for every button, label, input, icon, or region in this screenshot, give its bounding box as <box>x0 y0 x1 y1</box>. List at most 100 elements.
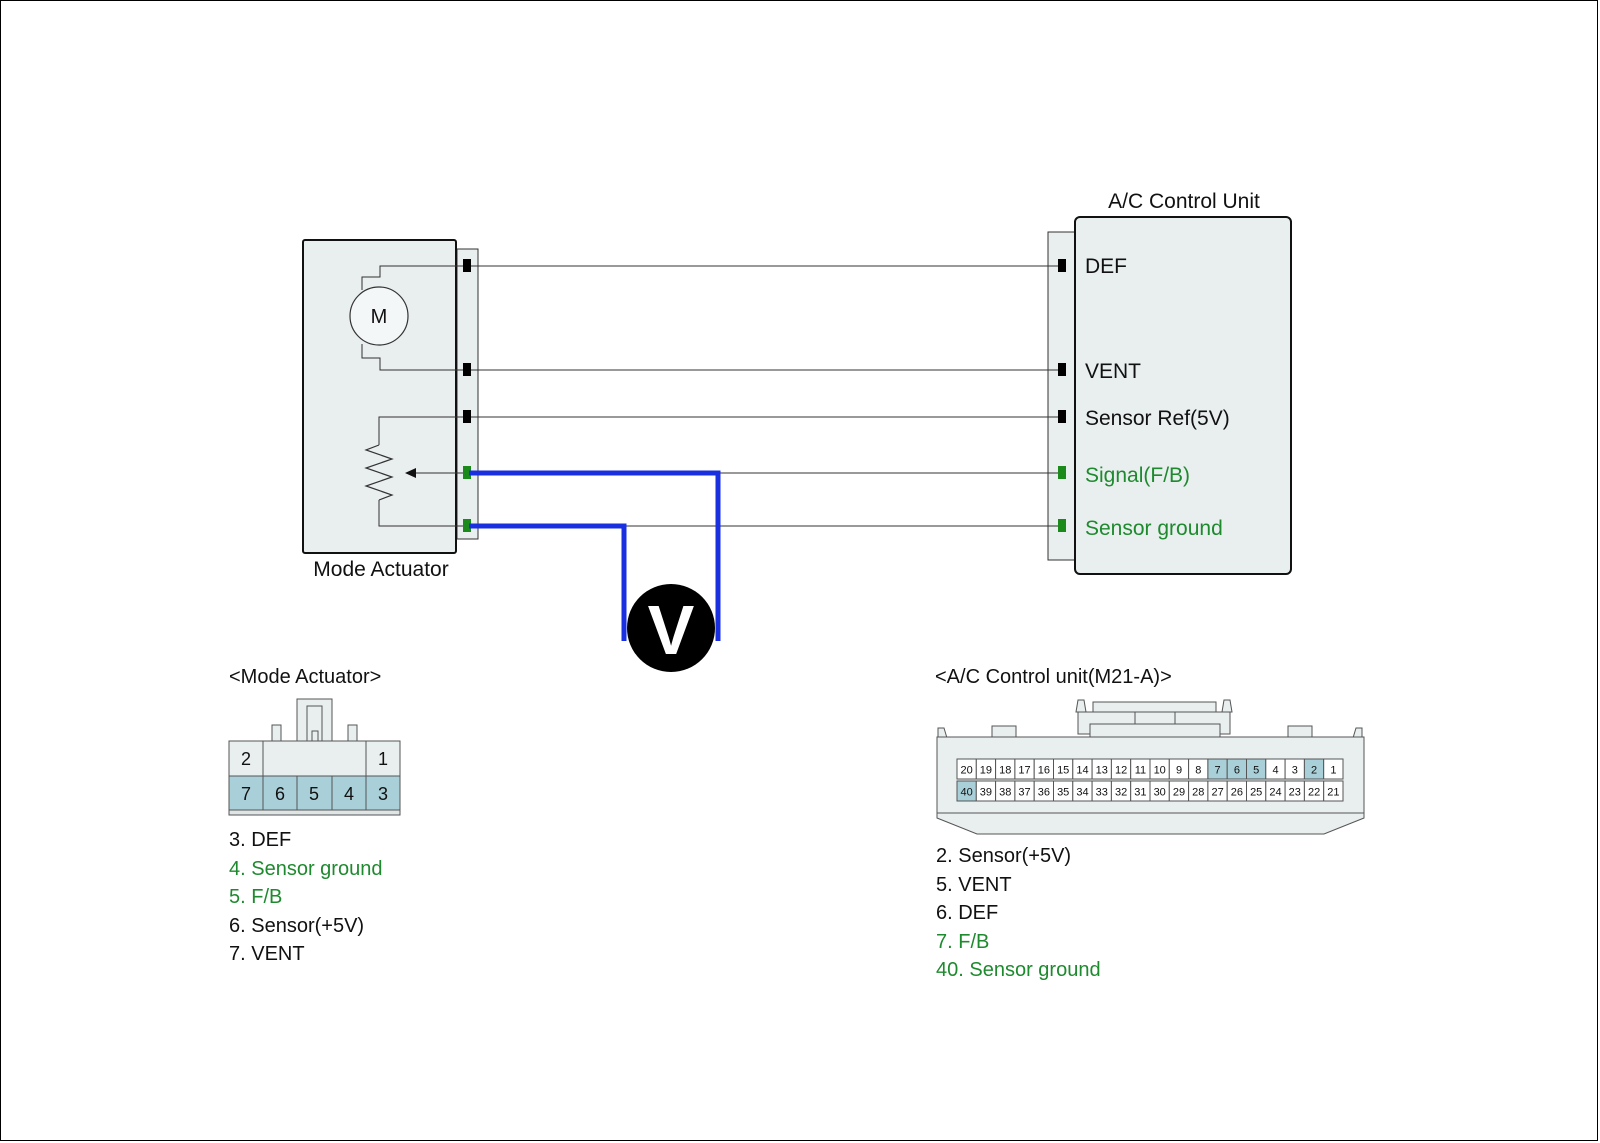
pin-label: 4 <box>344 784 354 804</box>
pin-label: 11 <box>1135 765 1146 777</box>
ecu-title: A/C Control Unit <box>1108 190 1260 213</box>
pin-label: 20 <box>960 765 972 777</box>
pin-label: 15 <box>1057 765 1069 777</box>
ecu-connector-title: <A/C Control unit(M21-A)> <box>935 666 1172 688</box>
pin-label: 5 <box>309 784 319 804</box>
pin-label: 38 <box>999 787 1011 799</box>
pin-cell <box>228 775 264 811</box>
legend-item: 3. DEF <box>229 829 292 851</box>
ecu-latch-center <box>1134 711 1176 725</box>
voltmeter: V <box>627 584 715 672</box>
ecu-latch-post-left <box>1075 699 1087 713</box>
actuator-pin-legend: 3. DEF 4. Sensor ground 5. F/B 6. Sensor… <box>229 826 382 969</box>
pin-label: 16 <box>1038 765 1050 777</box>
pin-cell <box>365 775 401 811</box>
legend-item: 7. F/B <box>936 930 990 953</box>
pin-label: 12 <box>1115 765 1127 777</box>
actuator-terminals <box>463 259 471 532</box>
legend-item: 6. DEF <box>936 902 999 924</box>
ecu-label-vent: VENT <box>1085 360 1141 383</box>
pin-label: 3 <box>378 784 388 804</box>
pin-label: 25 <box>1250 787 1262 799</box>
legend-item: 5. F/B <box>229 886 283 908</box>
legend-item: 5. VENT <box>936 873 1012 896</box>
ecu-terminal-sensor-ground <box>1058 519 1066 532</box>
ecu-terminal-sensor-ref <box>1058 410 1066 423</box>
pin-label: 14 <box>1076 765 1088 777</box>
ecu-terminal-def <box>1058 259 1066 272</box>
legend-item: 40. Sensor ground <box>936 959 1101 981</box>
voltmeter-icon <box>627 584 715 672</box>
pin-cell <box>365 740 401 777</box>
pin-cell <box>228 740 264 777</box>
pin-label: 9 <box>1176 765 1182 777</box>
pin-label: 2 <box>241 749 251 769</box>
pin-label: 24 <box>1269 787 1281 799</box>
ecu-terminals <box>1058 259 1066 532</box>
ecu-connector-base <box>936 812 1365 835</box>
pin-cell <box>1323 780 1344 802</box>
ecu-connector-strip <box>1047 231 1077 561</box>
ecu-body <box>1074 216 1292 575</box>
pin-label: 21 <box>1327 787 1339 799</box>
connector-latch-key <box>311 730 319 742</box>
legend-item: 4. Sensor ground <box>229 857 383 880</box>
actuator-terminal-signal <box>463 466 471 479</box>
pin-label: 2 <box>1311 765 1317 777</box>
actuator-terminal-vent <box>463 363 471 376</box>
ecu-terminal-signal <box>1058 466 1066 479</box>
connector-base <box>228 809 401 816</box>
wiper-arrow-icon <box>405 468 416 478</box>
actuator-connector-pins: 2 1 7 6 5 4 3 <box>228 740 401 816</box>
ecu-terminal-vent <box>1058 363 1066 376</box>
pin-label: 10 <box>1154 765 1166 777</box>
pin-label: 37 <box>1018 787 1030 799</box>
probe-wire-ground <box>469 523 627 641</box>
actuator-terminal-sensor-ground <box>463 519 471 532</box>
actuator-connector-view: <Mode Actuator> 2 1 7 6 5 4 3 <box>228 666 401 816</box>
actuator-title: Mode Actuator <box>313 558 448 581</box>
pin-label: 6 <box>1234 765 1240 777</box>
harness-wires <box>468 265 1063 527</box>
ecu-label-sensor-ref: Sensor Ref(5V) <box>1085 407 1230 430</box>
pin-label: 34 <box>1076 787 1088 799</box>
pin-label: 18 <box>999 765 1011 777</box>
voltmeter-probe-wires <box>469 470 721 641</box>
motor-label: M <box>371 306 388 328</box>
pin-label: 13 <box>1096 765 1108 777</box>
motor-symbol: M <box>349 265 466 371</box>
pin-label: 26 <box>1231 787 1243 799</box>
pin-label: 17 <box>1018 765 1030 777</box>
pin-label: 27 <box>1211 787 1223 799</box>
connector-ear-left <box>271 724 282 742</box>
resistor-icon <box>364 444 394 501</box>
pin-label: 1 <box>1330 765 1336 777</box>
ecu-pin-legend: 2. Sensor(+5V) 5. VENT 6. DEF 7. F/B 40.… <box>936 842 1101 985</box>
pin-label: 36 <box>1038 787 1050 799</box>
actuator-terminal-def <box>463 259 471 272</box>
actuator-connector-title: <Mode Actuator> <box>229 666 381 688</box>
connector-ear-right <box>347 724 358 742</box>
ecu-tab-left <box>991 725 1017 739</box>
pin-label: 7 <box>241 784 251 804</box>
actuator-connector-strip <box>456 248 479 540</box>
pin-label: 3 <box>1292 765 1298 777</box>
probe-wire-signal <box>469 470 721 641</box>
ecu-latch-post-right <box>1221 699 1233 713</box>
pin-label: 1 <box>378 749 388 769</box>
pin-label: 28 <box>1192 787 1204 799</box>
pin-label: 35 <box>1057 787 1069 799</box>
pin-label: 39 <box>980 787 992 799</box>
pin-label: 30 <box>1154 787 1166 799</box>
ecu-label-signal: Signal(F/B) <box>1085 464 1190 487</box>
pin-label: 33 <box>1096 787 1108 799</box>
ecu-label-def: DEF <box>1085 255 1127 278</box>
legend-item: 7. VENT <box>229 943 305 965</box>
pin-label: 23 <box>1289 787 1301 799</box>
pin-label: 8 <box>1195 765 1201 777</box>
ecu-tab-right <box>1287 725 1313 739</box>
pin-label: 40 <box>960 787 972 799</box>
